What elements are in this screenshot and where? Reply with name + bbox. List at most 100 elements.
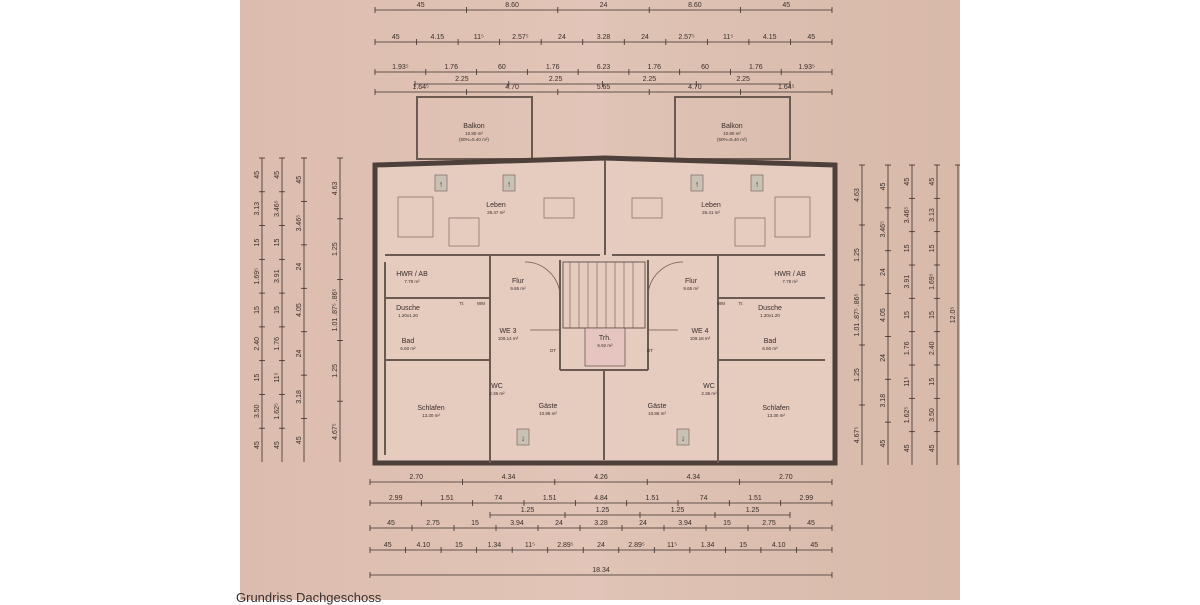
room-area: 109.18 m² xyxy=(690,336,711,341)
bottom-dimension-label: 4.10 xyxy=(416,542,430,549)
left-dimension-label: 15 xyxy=(254,374,261,382)
left-dimension-label: 11⁵ xyxy=(274,372,281,382)
room-area: 1.20x1.20 xyxy=(760,313,780,318)
bottom-dimension-label: 2.89⁵ xyxy=(628,542,645,549)
right-dimension-label: 1.62⁵ xyxy=(904,407,911,424)
room-area: 1.20x1.20 xyxy=(398,313,418,318)
left-dimension-label: 3.13 xyxy=(254,202,261,216)
bottom-dimension-label: 1.25 xyxy=(746,507,760,514)
room-name: Leben xyxy=(486,202,506,209)
arrow-up-icon: ↑ xyxy=(755,179,759,189)
window-arrow-box xyxy=(690,174,704,192)
room-area: 6.60 m² xyxy=(762,346,778,351)
top-dimension-label: 2.25 xyxy=(643,76,657,83)
top-dimension-label: 11⁵ xyxy=(723,34,733,41)
bottom-dimension-label: 4.34 xyxy=(687,474,701,481)
room-area: 9.65 m² xyxy=(683,286,699,291)
room-area: 10.80 m² xyxy=(465,131,483,136)
bottom-dimension-label: 24 xyxy=(639,520,647,527)
left-dimension-label: 15 xyxy=(274,238,281,246)
bottom-dimension-label: 1.25 xyxy=(521,507,535,514)
room-area: 7.78 m² xyxy=(782,279,798,284)
top-dimension-label: 45 xyxy=(417,2,425,9)
window-arrow-box xyxy=(434,174,448,192)
spiral-stair-left xyxy=(524,261,561,331)
left-dimension-label: 1.25 xyxy=(332,364,339,378)
top-dimension-label: 4.70 xyxy=(505,84,519,91)
right-dimension-label: 45 xyxy=(929,178,936,186)
left-dimension-label: 1.69⁵ xyxy=(254,268,261,285)
right-dimension-label: 3.91 xyxy=(904,275,911,289)
room-name: Schlafen xyxy=(762,405,789,412)
bottom-dimension-label: 11⁵ xyxy=(667,542,677,549)
top-dimension-label: 3.28 xyxy=(597,34,611,41)
top-dimension-label: 1.76 xyxy=(444,64,458,71)
bottom-dimension-label: 1.25 xyxy=(671,507,685,514)
left-dimension-label: 3.46⁵ xyxy=(296,215,303,232)
right-dimension-label: 45 xyxy=(929,444,936,452)
room-name: Dusche xyxy=(396,305,420,312)
right-dimension-label: 4.63 xyxy=(854,188,861,202)
arrow-up-icon: ↑ xyxy=(695,179,699,189)
furniture xyxy=(448,217,480,247)
fixture-label: DT xyxy=(647,348,653,353)
right-dimension-label: 1.76 xyxy=(904,341,911,355)
window-arrow-box xyxy=(502,174,516,192)
furniture xyxy=(631,197,663,219)
room-area: 13.30 m² xyxy=(422,413,440,418)
right-dimension-label: 1.25 xyxy=(854,248,861,262)
room-name: Balkon xyxy=(721,123,743,130)
bottom-dimension-label: 4.10 xyxy=(772,542,786,549)
top-dimension-label: 1.76 xyxy=(749,64,763,71)
room-name: Flur xyxy=(512,278,525,285)
right-dimension-label: 45 xyxy=(904,178,911,186)
bottom-dimension-label: 2.70 xyxy=(409,474,423,481)
room-area: 26.41 m² xyxy=(702,210,720,215)
right-dimension-label: 2.40 xyxy=(929,341,936,355)
right-dimension-label: 24 xyxy=(880,354,887,362)
room-name: WE 3 xyxy=(499,328,516,335)
top-dimension-label: 2.25 xyxy=(549,76,563,83)
top-dimension-label: 1.64⁵ xyxy=(778,84,795,91)
bottom-dimension-label: 11⁵ xyxy=(525,542,535,549)
bottom-dimension-label: 18.34 xyxy=(592,567,610,574)
left-dimension-label: 4.67⁵ xyxy=(332,423,339,440)
right-dimension-label: 45 xyxy=(880,440,887,448)
bottom-dimension-label: 1.34 xyxy=(701,542,715,549)
room-area: 109.14 m² xyxy=(498,336,519,341)
right-dimension-label: 1.25 xyxy=(854,368,861,382)
right-dimension-label: 12.0⁵ xyxy=(950,307,957,324)
top-dimension-label: 1.64⁵ xyxy=(412,84,429,91)
left-dimension-label: 24 xyxy=(296,349,303,357)
right-dimension-label: 3.13 xyxy=(929,208,936,222)
right-dimension-label: 3.50 xyxy=(929,408,936,422)
bottom-dimension-label: 1.51 xyxy=(440,495,454,502)
left-dimension-label: 3.18 xyxy=(296,390,303,404)
bottom-dimension-label: 3.28 xyxy=(594,520,608,527)
arrow-down-icon: ↓ xyxy=(521,433,525,443)
left-dimension-label: 24 xyxy=(296,263,303,271)
bottom-dimension-label: 1.51 xyxy=(543,495,557,502)
bottom-dimension-label: 24 xyxy=(555,520,563,527)
left-dimension-label: 2.40 xyxy=(254,337,261,351)
bottom-dimension-label: 1.25 xyxy=(596,507,610,514)
room-area: 2.36 m² xyxy=(701,391,717,396)
left-dimension-label: 3.91 xyxy=(274,269,281,283)
top-dimension-label: 45 xyxy=(782,2,790,9)
top-dimension-label: 5.65 xyxy=(597,84,611,91)
left-dimension-label: 45 xyxy=(254,441,261,449)
bottom-dimension-label: 45 xyxy=(807,520,815,527)
furniture xyxy=(397,196,434,238)
window-arrow-box xyxy=(676,428,690,446)
room-area: 10.86 m² xyxy=(648,411,666,416)
top-dimension-label: 8.60 xyxy=(688,2,702,9)
top-dimension-label: 4.15 xyxy=(431,34,445,41)
room-name: Schlafen xyxy=(417,405,444,412)
top-dimension-label: 45 xyxy=(392,34,400,41)
left-dimension-label: 45 xyxy=(274,171,281,179)
room-note: (50%=5.40 m²) xyxy=(717,137,747,142)
room-name: WC xyxy=(491,383,503,390)
top-dimension-label: 45 xyxy=(807,34,815,41)
bottom-dimension-label: 2.99 xyxy=(800,495,814,502)
